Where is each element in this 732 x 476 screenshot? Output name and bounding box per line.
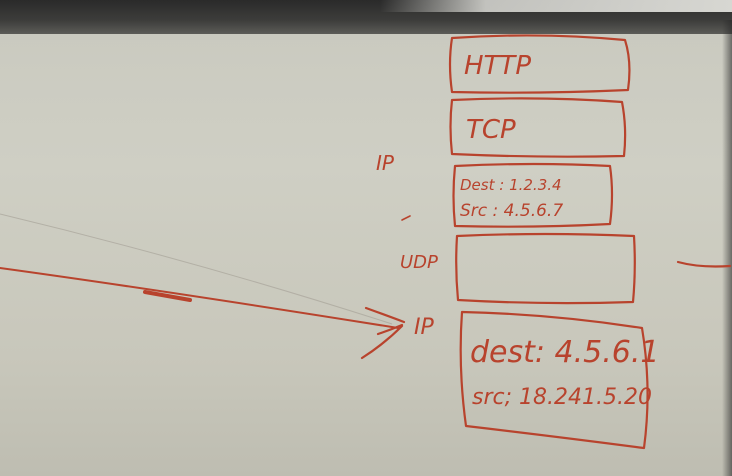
inner-ip-src: Src : 4.5.6.7 — [460, 201, 563, 221]
faint-pencil-line — [0, 213, 393, 325]
udp-layer-label: UDP — [400, 252, 438, 273]
inner-ip-dest: Dest : 1.2.3.4 — [460, 176, 562, 194]
ip-layer-label-bottom: IP — [414, 315, 434, 340]
arrow-head-upper — [364, 306, 406, 324]
ip-layer-label-top: IP — [376, 151, 395, 175]
arrow-head-lower — [360, 324, 404, 360]
whiteboard-top-highlight — [380, 0, 732, 12]
tcp-label: TCP — [466, 115, 516, 145]
outer-ip-src: src; 18.241.5.20 — [472, 385, 652, 410]
arrow-head-mid — [376, 323, 404, 336]
inner-ip-box — [452, 162, 614, 228]
http-label: HTTP — [464, 51, 531, 81]
outer-ip-dest: dest: 4.5.6.1 — [470, 335, 660, 370]
udp-box — [455, 232, 636, 305]
whiteboard-right-edge — [722, 20, 732, 476]
right-edge-mark — [676, 260, 732, 268]
http-box — [448, 34, 631, 94]
outer-ip-box — [459, 310, 649, 450]
tcp-box — [449, 97, 627, 158]
arrow-smudge — [143, 290, 192, 302]
arrow-line — [0, 267, 399, 329]
tick-mark — [401, 215, 411, 221]
